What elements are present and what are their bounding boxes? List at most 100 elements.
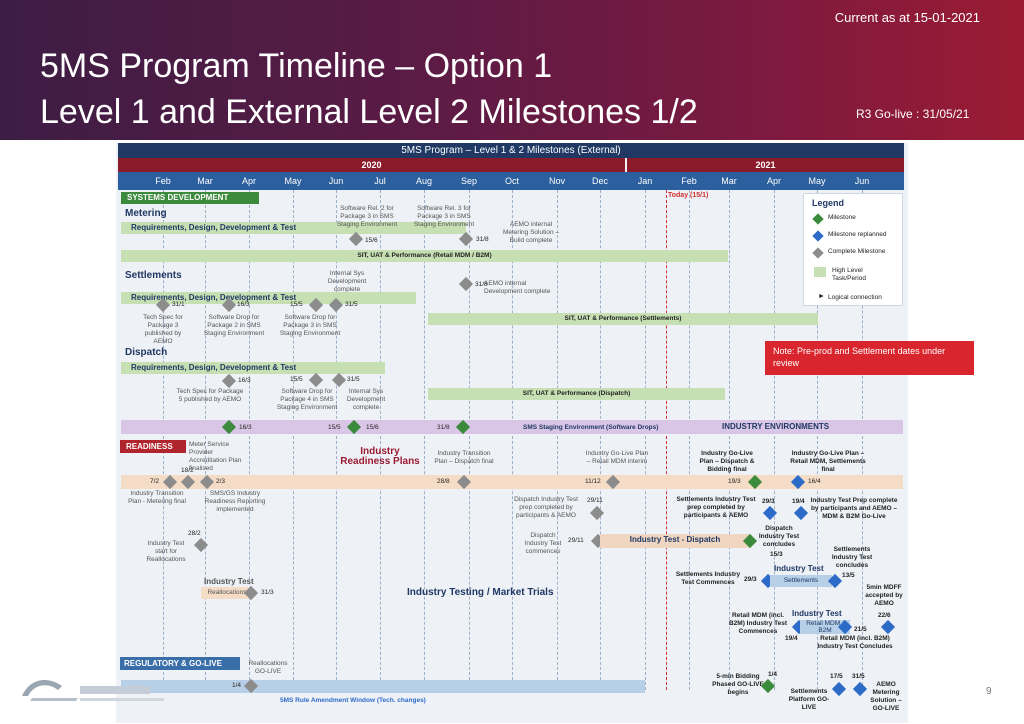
grid-line <box>380 190 381 690</box>
golive-retail-final-label: Industry Go-Live Plan – Retail MDM, Sett… <box>790 450 866 473</box>
chart-header: 5MS Program – Level 1 & 2 Milestones (Ex… <box>118 143 904 158</box>
settle-platform-label: Settlements Platform GO-LIVE <box>788 688 830 711</box>
settle-req-bar: Requirements, Design, Development & Test <box>121 292 416 304</box>
month-label: Sep <box>460 176 478 186</box>
date-label: 28/2 <box>188 530 201 537</box>
grid-line <box>424 190 425 690</box>
review-note: Note: Pre-prod and Settlement dates unde… <box>765 341 974 375</box>
sw-rel3-label: Software Rel. 3 for Package 3 in SMS Sta… <box>413 205 475 228</box>
date-label: 16/3 <box>237 301 250 308</box>
legend-label: Milestone <box>828 214 856 221</box>
sms-staging-label: SMS Staging Environment (Software Drops) <box>523 424 659 431</box>
legend-label: Complete Milestone <box>828 248 886 255</box>
month-label: Apr <box>241 176 257 186</box>
industry-env-label: INDUSTRY ENVIRONMENTS <box>722 422 830 431</box>
date-label: 31/3 <box>261 589 274 596</box>
month-label: Jul <box>374 176 386 186</box>
date-label: 31/5 <box>347 376 360 383</box>
sit-dispatch-bar: SIT, UAT & Performance (Dispatch) <box>428 388 725 400</box>
date-label: 13/5 <box>842 572 855 579</box>
date-label: 29/11 <box>587 497 603 504</box>
industry-test-dispatch-bar: Industry Test - Dispatch <box>600 534 750 548</box>
date-label: 28/8 <box>437 478 450 485</box>
retail-concludes-label: Retail MDM (incl. B2M) Industry Test Con… <box>817 635 893 650</box>
rule-window-bar <box>121 680 645 693</box>
grid-line <box>557 190 558 690</box>
tech-spec5-label: Tech Spec for Package 5 published by AEM… <box>176 388 244 403</box>
grid-line <box>600 190 601 690</box>
rule-window-label: 5MS Rule Amendment Window (Tech. changes… <box>280 697 426 704</box>
industry-test-retail-label: Industry Test <box>792 609 842 618</box>
date-label: 29/3 <box>744 576 757 583</box>
date-label: 21/5 <box>854 626 867 633</box>
grid-line <box>645 190 646 690</box>
golive-retail-label: Industry Go-Live Plan – Retail MDM inter… <box>585 450 649 465</box>
tech-spec3-label: Tech Spec for Package 3 published by AEM… <box>143 314 183 345</box>
sit-metering-bar: SIT, UAT & Performance (Retail MDM / B2M… <box>121 250 728 262</box>
internal-sys2-label: Internal Sys Development complete <box>346 388 386 411</box>
month-label: Mar <box>197 176 213 186</box>
grid-line <box>729 190 730 690</box>
retail-bar: Retail MDM / B2M <box>800 620 850 634</box>
transition-plan-label: Industry Transition Plan – Dispatch fina… <box>434 450 494 465</box>
aemo-metering-label: AEMO Metering Solution – GO-LIVE <box>870 681 902 712</box>
settle-concludes-label: Settlements Industry Test concludes <box>831 546 873 569</box>
date-label: 31/5 <box>345 301 358 308</box>
sw-drop3-label: Software Drop for Package 3 in SMS Stagi… <box>279 314 341 337</box>
grid-line <box>817 190 818 690</box>
month-label: May <box>284 176 302 186</box>
month-label: Mar <box>721 176 737 186</box>
date-label: 31/5 <box>852 673 865 680</box>
date-label: 15/5 <box>290 301 303 308</box>
metering-req-bar: Requirements, Design, Development & Test <box>121 222 466 234</box>
aemo-meter-label: AEMO internal Metering Solution – Build … <box>502 221 559 244</box>
date-label: 15/5 <box>328 424 341 431</box>
today-label: Today (15/1) <box>668 192 709 199</box>
grid-line <box>689 190 690 690</box>
arrow-icon: ► <box>818 293 825 300</box>
legend-title: Legend <box>812 198 845 208</box>
month-label: Oct <box>504 176 520 186</box>
aemo-logo-icon <box>22 680 164 701</box>
date-label: 29/11 <box>568 537 584 544</box>
date-label: 18/2 <box>181 467 194 474</box>
date-label: 22/6 <box>878 612 891 619</box>
settle-prep-label: Settlements Industry Test prep completed… <box>676 496 756 519</box>
date-label: 19/3 <box>728 478 741 485</box>
grid-line <box>205 190 206 690</box>
date-label: 19/4 <box>792 498 805 505</box>
testing-trials-label: Industry Testing / Market Trials <box>407 587 554 598</box>
page-title: 5MS Program Timeline – Option 1 <box>40 47 553 85</box>
date-label: 15/5 <box>290 376 303 383</box>
industry-prep-label: Industry Test Prep complete by participa… <box>810 497 898 520</box>
month-label: Jun <box>328 176 344 186</box>
metering-heading: Metering <box>125 208 167 219</box>
grid-line <box>336 190 337 690</box>
date-label: 31/8 <box>476 236 489 243</box>
sw-drop2-label: Software Drop for Package 2 in SMS Stagi… <box>203 314 265 337</box>
date-label: 15/6 <box>366 424 379 431</box>
month-label: Feb <box>155 176 171 186</box>
industry-test-settle-label: Industry Test <box>774 564 824 573</box>
sw-rel2-label: Software Rel. 2 for Package 3 in SMS Sta… <box>336 205 398 228</box>
date-label: 29/3 <box>762 498 775 505</box>
reallocations-bar: Reallocations <box>201 587 253 599</box>
date-label: 16/4 <box>808 478 821 485</box>
grid-line <box>469 190 470 690</box>
industry-readiness-label: Industry Readiness Plans <box>340 446 420 467</box>
golive-label: R3 Go-live : 31/05/21 <box>856 107 970 121</box>
section-regulatory: REGULATORY & GO-LIVE <box>120 657 240 670</box>
settle-commences-label: Settlements Industry Test Commences <box>675 571 741 586</box>
month-label: Dec <box>591 176 609 186</box>
date-label: 31/8 <box>475 281 488 288</box>
current-date: Current as at 15-01-2021 <box>834 10 980 25</box>
transition-metering-label: Industry Transition Plan - Metering fina… <box>128 490 186 505</box>
dispatch-prep-label: Dispatch Industry Test prep completed by… <box>514 496 578 519</box>
sit-settle-bar: SIT, UAT & Performance (Settlements) <box>428 313 818 325</box>
month-label: May <box>808 176 826 186</box>
date-label: 31/1 <box>172 301 185 308</box>
year-2021: 2021 <box>627 158 904 172</box>
retail-commences-label: Retail MDM (incl. B2M) Industry Test Com… <box>728 612 788 635</box>
golive-dispatch-label: Industry Go-Live Plan – Dispatch & Biddi… <box>699 450 755 473</box>
date-label: 1/4 <box>768 671 778 678</box>
